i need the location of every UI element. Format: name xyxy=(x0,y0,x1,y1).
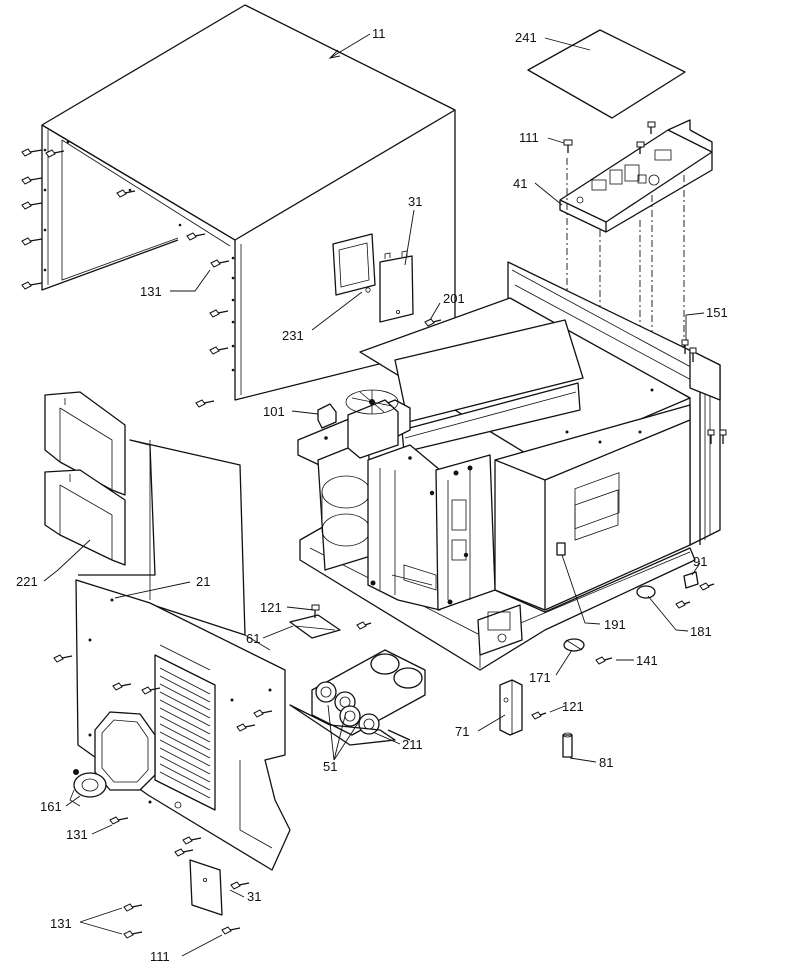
label-41: 41 xyxy=(513,176,527,191)
bracket-61 xyxy=(289,614,341,639)
capacitors-51 xyxy=(311,649,426,736)
control-board-41 xyxy=(559,119,713,233)
label-151: 151 xyxy=(706,305,728,320)
label-61: 61 xyxy=(246,631,260,646)
label-71: 71 xyxy=(455,724,469,739)
label-11: 11 xyxy=(372,26,386,41)
screw-111-top xyxy=(563,139,573,153)
label-111-top: 111 xyxy=(519,130,539,145)
callout-labels: 11 241 111 41 31 131 201 231 151 101 221… xyxy=(16,26,728,964)
label-231: 231 xyxy=(282,328,304,343)
label-131-bottom: 131 xyxy=(50,916,72,931)
screw-121-left xyxy=(311,604,320,618)
switch-91 xyxy=(683,571,715,591)
bracket-71 xyxy=(499,679,523,736)
thermostat-171 xyxy=(563,638,585,652)
label-191: 191 xyxy=(604,617,626,632)
label-201: 201 xyxy=(443,291,465,306)
label-111-bottom: 111 xyxy=(150,949,170,964)
fan-clip-101 xyxy=(317,403,337,429)
fuse-81 xyxy=(562,732,573,758)
switch-181 xyxy=(636,585,691,609)
label-21: 21 xyxy=(196,574,210,589)
label-211: 211 xyxy=(402,737,423,752)
small-panel-31-bottom xyxy=(189,859,223,916)
label-31-top: 31 xyxy=(408,194,422,209)
front-brackets-221 xyxy=(44,391,126,566)
oven-chassis xyxy=(297,261,721,671)
label-121-left: 121 xyxy=(260,600,282,615)
label-31-bottom: 31 xyxy=(247,889,261,904)
screw-141 xyxy=(595,656,613,665)
label-181: 181 xyxy=(690,624,712,639)
label-81: 81 xyxy=(599,755,613,770)
sheet-241 xyxy=(527,29,686,119)
label-171: 171 xyxy=(529,670,551,685)
label-91: 91 xyxy=(693,554,707,569)
plate-211 xyxy=(289,704,411,746)
label-51: 51 xyxy=(323,759,337,774)
side-panel-screws xyxy=(53,654,273,939)
leader-lines xyxy=(43,33,705,957)
label-101: 101 xyxy=(263,404,285,419)
side-panel-21 xyxy=(75,439,291,871)
label-241: 241 xyxy=(515,30,537,45)
screw-121-right xyxy=(531,711,547,720)
top-cover-11 xyxy=(41,4,456,401)
label-131-mid: 131 xyxy=(66,827,88,842)
fan-motor-161 xyxy=(69,769,107,807)
label-161: 161 xyxy=(40,799,62,814)
cover-screws xyxy=(21,148,442,408)
label-131-top: 131 xyxy=(140,284,162,299)
label-121-right: 121 xyxy=(562,699,584,714)
label-141: 141 xyxy=(636,653,658,668)
label-221: 221 xyxy=(16,574,38,589)
